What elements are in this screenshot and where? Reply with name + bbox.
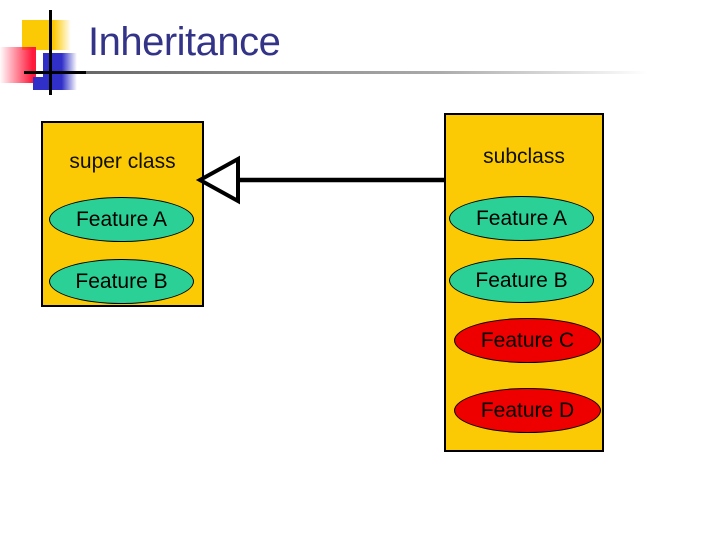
superclass-label: super class (69, 150, 176, 173)
subclass-feature-d-ellipse: Feature D (454, 388, 601, 433)
superclass-feature-a-ellipse: Feature A (49, 197, 194, 242)
arrow-open-triangle-head (195, 155, 240, 205)
decoration-blue-small-square (33, 77, 50, 90)
decoration-cross-vline (49, 10, 52, 95)
subclass-feature-b-ellipse: Feature B (449, 258, 594, 303)
subclass-label: subclass (483, 145, 565, 168)
subclass-feature-c-ellipse: Feature C (454, 318, 601, 363)
subclass-feature-a-ellipse: Feature A (449, 196, 594, 241)
title-divider-rule (25, 71, 660, 74)
decoration-red-square (0, 47, 36, 83)
superclass-feature-b-ellipse: Feature B (49, 259, 194, 304)
page-title: Inheritance (88, 20, 281, 64)
decoration-cross-hline (24, 71, 86, 74)
decoration-yellow-square (22, 20, 71, 50)
